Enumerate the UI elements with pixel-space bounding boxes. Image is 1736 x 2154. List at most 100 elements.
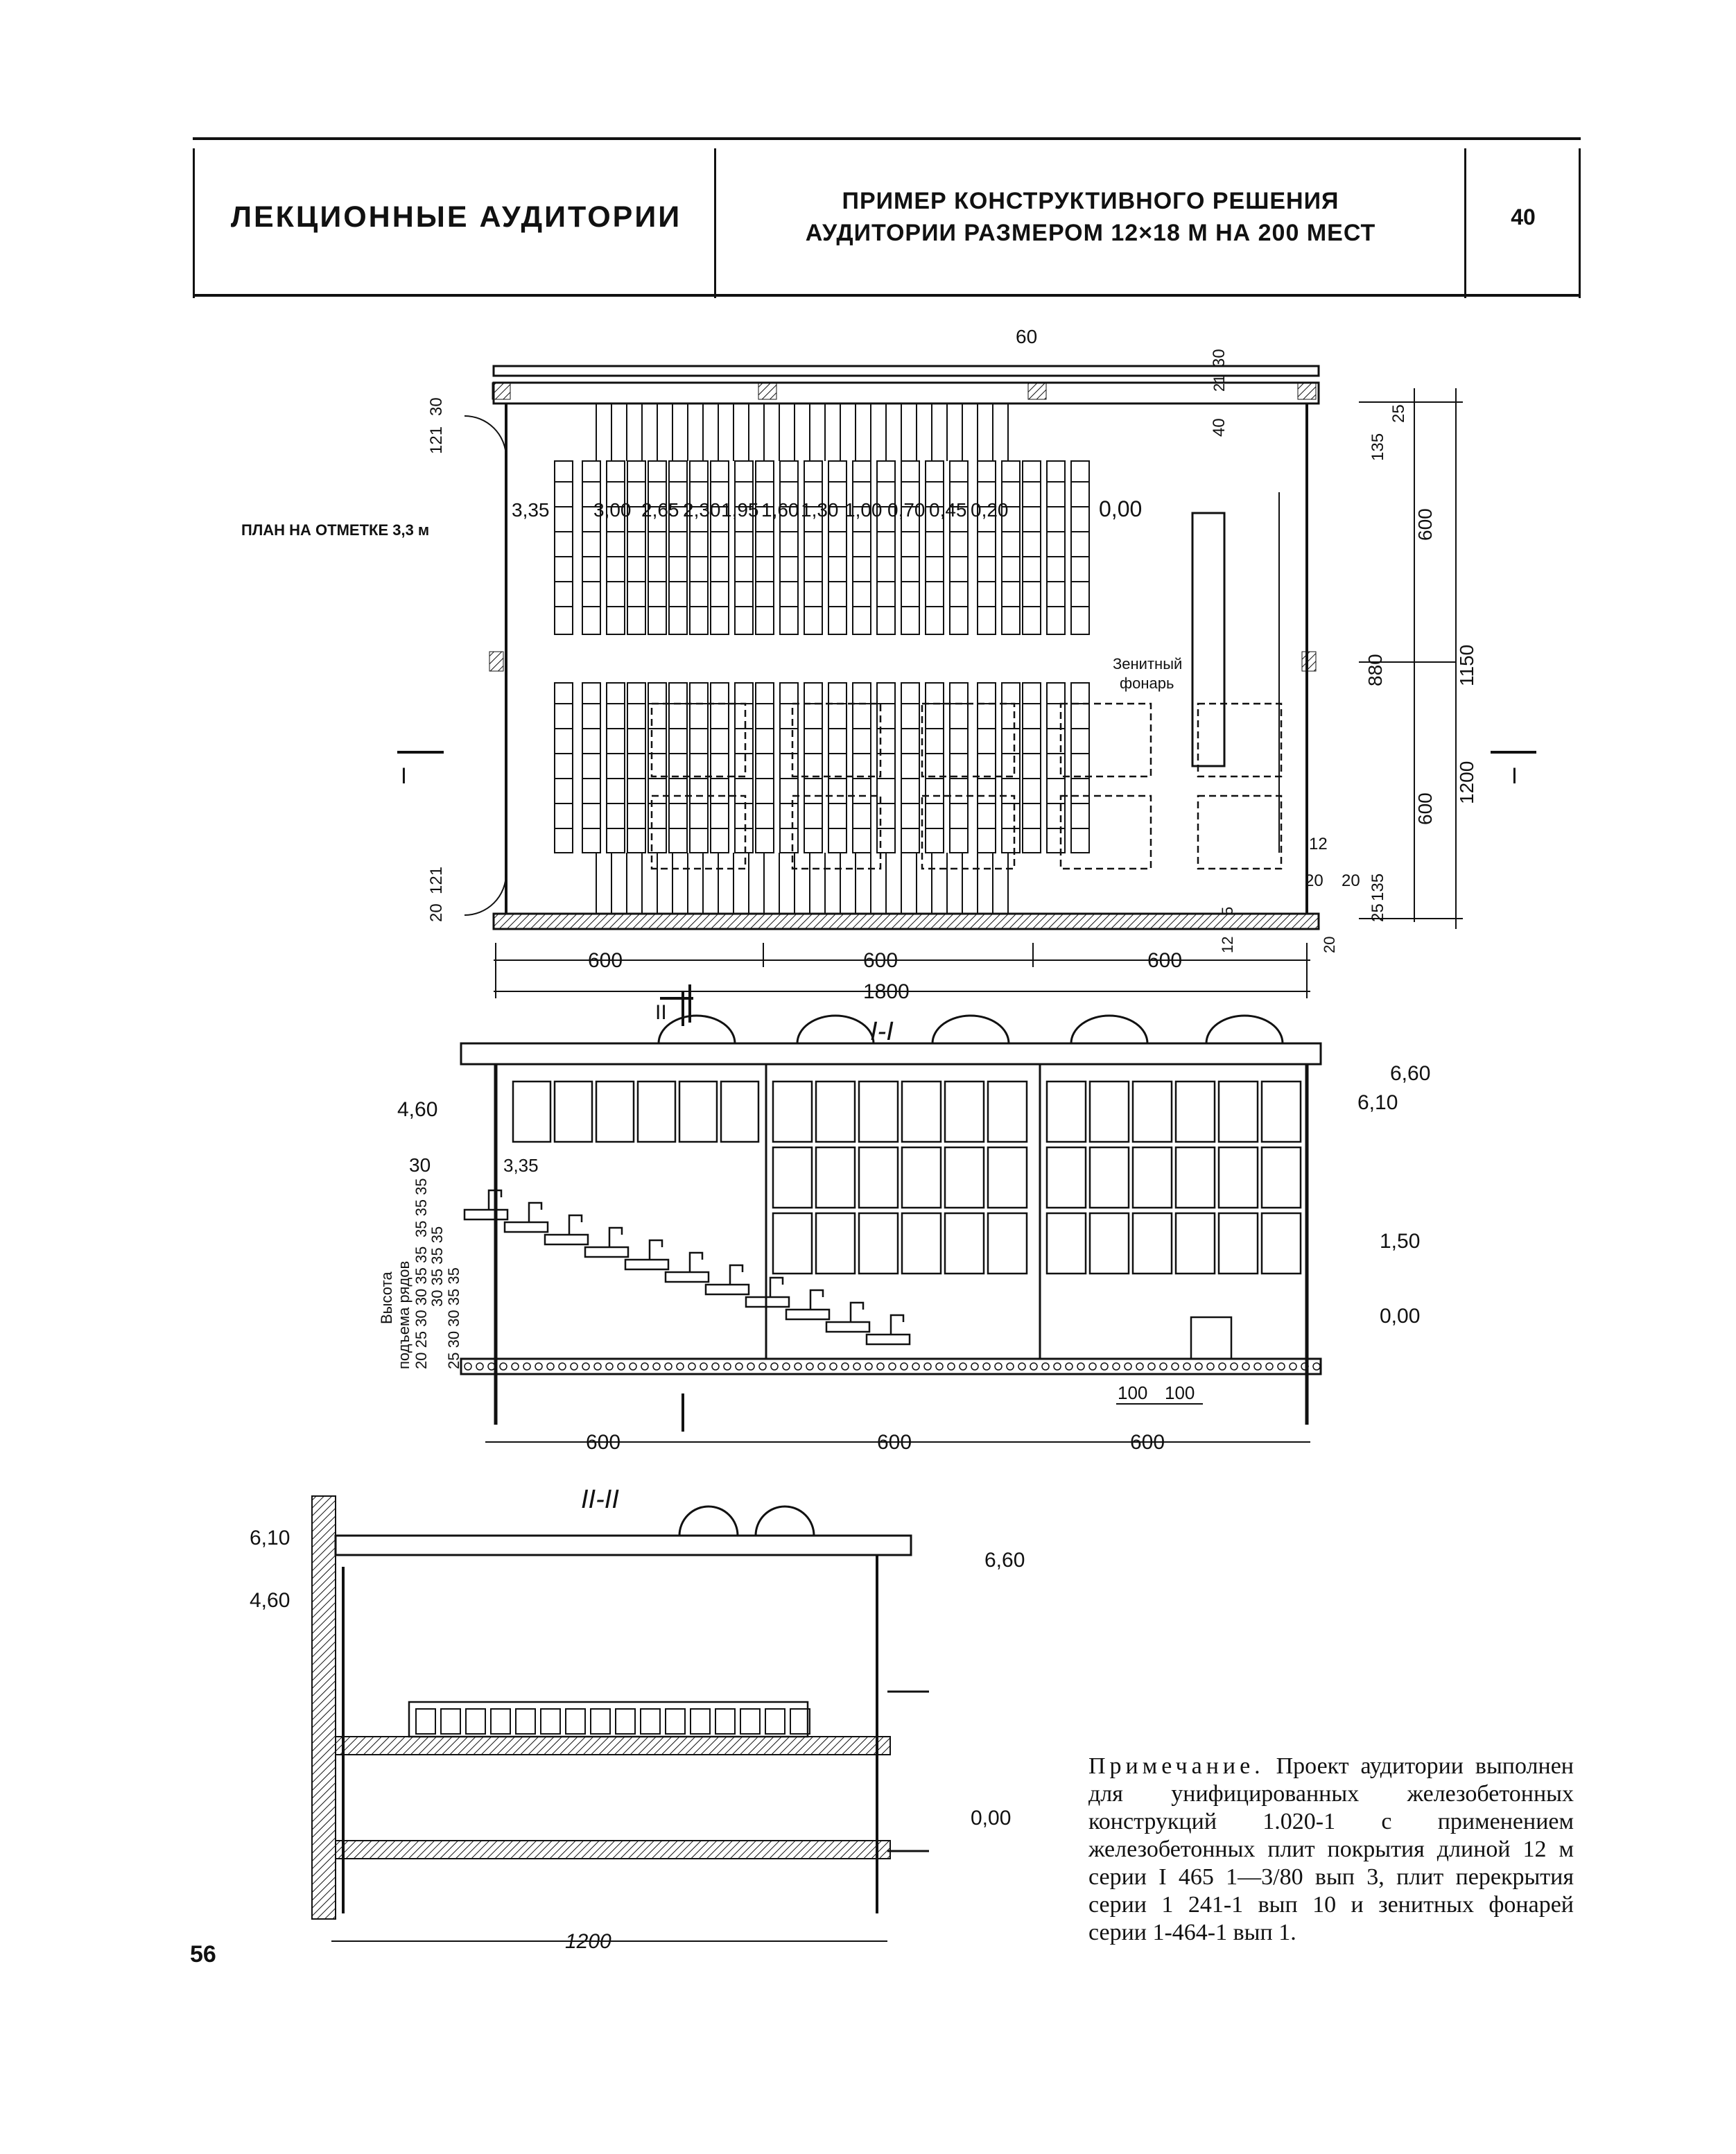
seat-column — [689, 682, 709, 853]
seat-column — [852, 682, 871, 853]
dim-label: 135 — [1369, 433, 1387, 461]
tier-step — [624, 1258, 670, 1271]
slab-void — [959, 1362, 967, 1371]
plan-top-wall — [492, 365, 1320, 377]
seat-column — [627, 682, 646, 853]
skylight — [1197, 794, 1283, 870]
floor-slab — [460, 1357, 1322, 1375]
skylight-domes — [657, 1014, 1284, 1044]
window-pane — [815, 1212, 856, 1275]
section-title: ЛЕКЦИОННЫЕ АУДИТОРИИ — [230, 200, 682, 234]
section-1-title: I-I — [870, 1017, 894, 1046]
slab-void — [1030, 1362, 1038, 1371]
rise-values: 25 30 30 35 35 — [445, 1267, 462, 1369]
skylight-dome — [796, 1014, 875, 1044]
seat — [490, 1708, 511, 1735]
dim-label: 20 — [1342, 871, 1360, 890]
slab-void — [794, 1362, 802, 1371]
dim-label: 5 — [1219, 907, 1236, 915]
seat-column — [734, 682, 754, 853]
seat-row — [408, 1701, 809, 1738]
section-mark-label: I — [1511, 763, 1518, 788]
window-pane — [901, 1080, 942, 1143]
seat — [615, 1708, 636, 1735]
dim-label: 600 — [1147, 949, 1182, 972]
slab-void — [1065, 1362, 1073, 1371]
window-pane — [815, 1146, 856, 1209]
seat — [515, 1708, 536, 1735]
window-pane — [595, 1080, 635, 1143]
slab-void — [841, 1362, 849, 1371]
skylight-label: фонарь — [1120, 675, 1174, 692]
seat-column — [648, 460, 667, 635]
seat-profile — [568, 1214, 583, 1235]
slab-void — [1147, 1362, 1156, 1371]
slab-void — [1242, 1362, 1250, 1371]
slab-void — [1112, 1362, 1120, 1371]
slab-void — [758, 1362, 767, 1371]
lectern-table — [1191, 512, 1226, 767]
slab-void — [1171, 1362, 1179, 1371]
floor-slab — [335, 1840, 891, 1859]
slab-void — [1301, 1362, 1309, 1371]
slab-void — [464, 1362, 472, 1371]
dim-total-label: 1200 — [565, 1930, 611, 1953]
level-mark: 6,60 — [984, 1549, 1025, 1572]
slab-void — [1100, 1362, 1109, 1371]
section-2-annotations: II-II 6,10 4,60 6,60 0,00 1200 — [250, 1485, 1025, 1953]
dim-label: 600 — [1414, 508, 1436, 541]
seat-column — [606, 682, 625, 853]
door-arc — [464, 415, 507, 458]
slab-void — [570, 1362, 578, 1371]
slab-void — [1289, 1362, 1297, 1371]
skylight — [1059, 794, 1152, 870]
hollow-core-slab — [464, 1362, 1321, 1371]
seat-column — [1022, 460, 1041, 635]
sheet-title-line-1: ПРИМЕР КОНСТРУКТИВНОГО РЕШЕНИЯ — [842, 188, 1339, 214]
slab-void — [641, 1362, 649, 1371]
seat-column — [901, 682, 920, 853]
dim-label: 21 — [1210, 375, 1228, 392]
sheet-title: ПРИМЕР КОНСТРУКТИВНОГО РЕШЕНИЯ АУДИТОРИИ… — [720, 140, 1461, 294]
slab-void — [1230, 1362, 1238, 1371]
seat — [465, 1708, 486, 1735]
skylight-dome — [754, 1505, 815, 1536]
seat-column — [828, 460, 847, 635]
slab-void — [700, 1362, 708, 1371]
dim-label: 600 — [1130, 1431, 1165, 1454]
slab-void — [735, 1362, 743, 1371]
seat-column — [852, 460, 871, 635]
level-mark: 4,60 — [397, 1098, 437, 1121]
window-pane — [987, 1146, 1028, 1209]
slab-void — [546, 1362, 555, 1371]
slab-void — [1218, 1362, 1226, 1371]
dim-total-label: 1200 — [1456, 761, 1477, 804]
slab-void — [593, 1362, 602, 1371]
dim-total-label: 1800 — [863, 980, 910, 1003]
seat — [765, 1708, 785, 1735]
tiered-seating — [463, 1189, 911, 1346]
tier-step — [584, 1246, 630, 1258]
section-2-drawing — [311, 1495, 929, 1942]
slab-void — [652, 1362, 661, 1371]
tier-step — [865, 1333, 911, 1346]
slab-void — [1088, 1362, 1097, 1371]
tier-step — [704, 1283, 750, 1296]
window-pane — [512, 1080, 552, 1143]
tier-step — [544, 1233, 589, 1246]
column — [1301, 651, 1317, 672]
level-mark: 3,35 — [503, 1155, 539, 1176]
slab-void — [499, 1362, 507, 1371]
seat-column — [804, 460, 823, 635]
seat-column — [668, 682, 688, 853]
dim-label: 60 — [1016, 326, 1037, 347]
window-pane — [1174, 1080, 1216, 1143]
slab-void — [487, 1362, 496, 1371]
slab-void — [523, 1362, 531, 1371]
skylight-dome — [1070, 1014, 1149, 1044]
slab-void — [806, 1362, 814, 1371]
dim-label: 100 — [1118, 1382, 1147, 1403]
tier-step — [503, 1221, 549, 1233]
slab-void — [817, 1362, 826, 1371]
